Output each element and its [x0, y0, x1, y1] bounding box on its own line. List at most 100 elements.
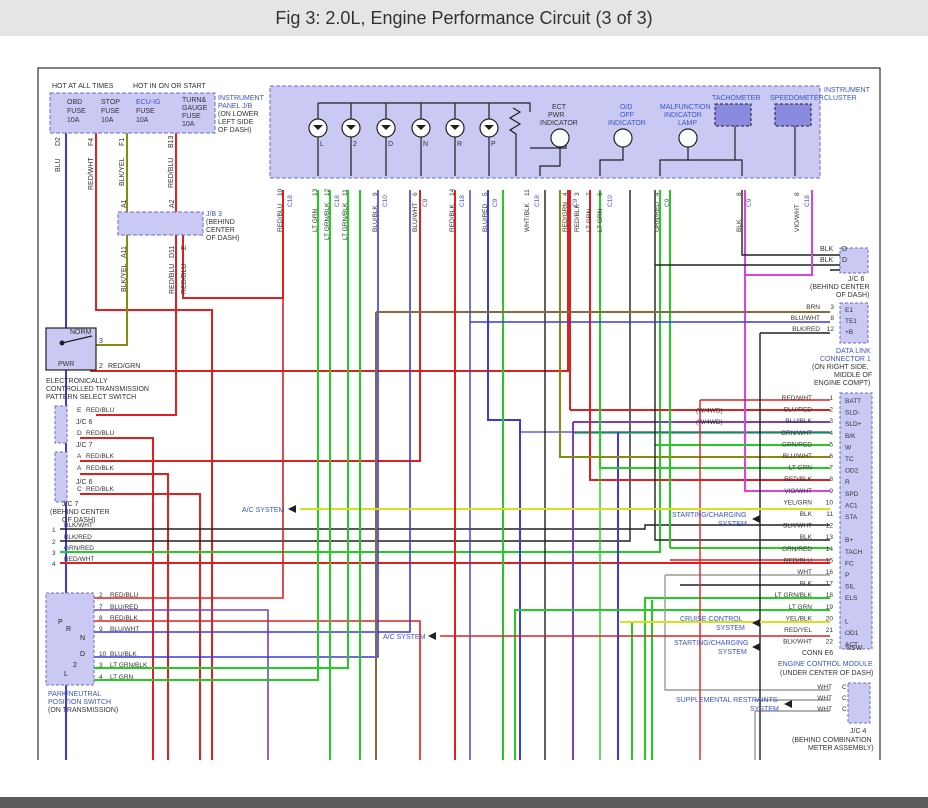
cluster-pin-connector: C9 — [422, 198, 429, 207]
ectps-switch: NORM PWR 3 2 RED/GRN ELECTRONICALLY CONT… — [45, 327, 149, 401]
cluster-label-2: CLUSTER — [824, 95, 857, 102]
pnp-position-letter: D — [80, 651, 85, 658]
jb3-pin-a2: A2 — [169, 199, 176, 208]
fuse-1-name: OBD — [67, 99, 82, 106]
ecm-wire-color: BLK — [800, 534, 813, 541]
diagram-frame — [37, 67, 881, 760]
cluster-pin-color: BLU/BLK — [372, 205, 379, 232]
ecm-wire-color: VIO/WHT — [784, 488, 812, 495]
ecm-pin-number: 19 — [826, 604, 834, 611]
ecm-terminal: SPD — [845, 491, 859, 498]
ecm-note: (W/4WD) — [696, 419, 723, 426]
cluster-pin-color: BLU/RED — [482, 204, 489, 232]
jc-left-wire-color: RED/BLK — [86, 486, 114, 493]
od-label-3: INDICATOR — [608, 120, 646, 127]
ecm-pin-number: 16 — [826, 569, 834, 576]
ecm-wire-color: WHT — [797, 569, 812, 576]
ecm-terminal: B+ — [845, 537, 853, 544]
jb3-label-3: CENTER — [206, 227, 235, 234]
ectps-pwr-label: PWR — [58, 361, 74, 368]
cluster-pin-connector: C9 — [746, 198, 753, 207]
left-wire-color: BLK/WHT — [64, 522, 93, 529]
ecm-terminal: ELS — [845, 595, 858, 602]
pnp-position-letter: N — [80, 635, 85, 642]
jc-left-wire-color: RED/BLK — [86, 465, 114, 472]
pnp-pin-number: 2 — [99, 592, 103, 599]
pnp-wire-color: RED/BLK — [110, 615, 138, 622]
jc4-wire-color: WHT — [817, 695, 832, 702]
cluster-pin-connector: C10 — [382, 195, 389, 207]
jb3-label-2: (BEHIND — [206, 219, 235, 226]
ecm-wire-color: GRN/RED — [782, 441, 812, 448]
ecm-terminal: L — [845, 618, 849, 625]
ac-system-2: A/C SYSTEM — [383, 634, 426, 641]
cluster-pin-color: LT GRN/BLK — [342, 202, 349, 240]
cluster-pin-connector: C10 — [607, 195, 614, 207]
pnp-position-letter: L — [64, 671, 68, 678]
ecm-wire-color: YEL/GRN — [783, 499, 812, 506]
pnp-wire-color: LT GRN/BLK — [110, 662, 148, 669]
ecm-wire-color: RED/BLU — [784, 557, 812, 564]
cluster-pin-connector: C18 — [287, 195, 294, 207]
fuse-pin-f1-color: BLK/YEL — [119, 157, 126, 186]
ecm-terminal: TC — [845, 456, 854, 463]
cluster-pin-color: WHT/BLK — [524, 202, 531, 232]
jc7b-label: J/C 7 — [62, 501, 78, 508]
ecm-pin-number: 6 — [829, 453, 833, 460]
left-wire-color: BLK/RED — [64, 534, 92, 541]
cruise-control-l2: SYSTEM — [716, 625, 745, 632]
dlc-wire-color: BRN — [806, 304, 820, 311]
jc-left-pin: E — [77, 407, 82, 414]
cluster-pin-connector: C18 — [334, 195, 341, 207]
fuse-pin-b13: B13 — [168, 135, 175, 148]
pnp-wire-color: LT GRN — [110, 674, 134, 681]
ac-system-1: A/C SYSTEM — [242, 507, 285, 514]
jc7a-label: J/C 7 — [76, 442, 92, 449]
cluster-pin-color: RED/BLU — [277, 204, 284, 232]
mil-label-1: MALFUNCTION — [660, 104, 711, 111]
jc-left-label-2: OF DASH) — [62, 517, 95, 524]
ecm-terminal: FC — [845, 560, 854, 567]
fuse-pin-f4-color: RED/WHT — [88, 157, 95, 190]
jc-left-label-1: (BEHIND CENTER — [50, 509, 110, 516]
ecm-wire-color: BLK/WHT — [783, 523, 812, 530]
pnp-pin-number: 4 — [99, 674, 103, 681]
ecm-terminal: OD1 — [845, 630, 859, 637]
dlc-label-5: ENGINE COMPT) — [814, 380, 870, 387]
pnp-pin-number: 10 — [99, 651, 107, 658]
cluster-pin-number: 13 — [312, 188, 319, 196]
jb3-label-4: OF DASH) — [206, 235, 239, 242]
pnp-pin-number: 7 — [99, 604, 103, 611]
mil-label-3: LAMP — [678, 120, 697, 127]
starting-charging-2-l2: SYSTEM — [718, 649, 747, 656]
cluster-pin-connector: C9 — [492, 198, 499, 207]
ecm-wire-color: BLU/BLK — [785, 418, 812, 425]
ecm-wire-color: GRN/WHT — [781, 430, 812, 437]
starting-charging-1-l2: SYSTEM — [718, 521, 747, 528]
cluster-pin-number: 7 — [586, 192, 593, 196]
ecm-terminal: STA — [845, 514, 858, 521]
ecm-pin-number: 10 — [826, 499, 834, 506]
ectps-pin-3: 3 — [99, 338, 103, 345]
ecm-pin-number: 17 — [826, 581, 834, 588]
dlc-label-3: (ON RIGHT SIDE, — [812, 364, 869, 371]
jc-left-wire-color: RED/BLK — [86, 453, 114, 460]
led-triangles — [313, 125, 494, 130]
cluster-pin-connector: C18 — [534, 195, 541, 207]
ecm-pin-number: 11 — [826, 511, 833, 518]
led-label-r: R — [457, 141, 462, 148]
jc4-pin: C — [842, 684, 847, 691]
jc-left-wire-color: RED/BLU — [86, 430, 114, 437]
led-label-d: D — [388, 141, 393, 148]
fuse-4-l3: FUSE — [182, 113, 201, 120]
ecm-wire-color: LT GRN — [789, 604, 813, 611]
cluster-pin-number: 5 — [482, 192, 489, 196]
jb3-label-1: J/B 3 — [206, 211, 222, 218]
ecm-wire-color: RED/YEL — [784, 627, 812, 634]
fuse-2-amp: 10A — [101, 117, 114, 124]
ecm-terminal: ACT — [845, 642, 858, 649]
